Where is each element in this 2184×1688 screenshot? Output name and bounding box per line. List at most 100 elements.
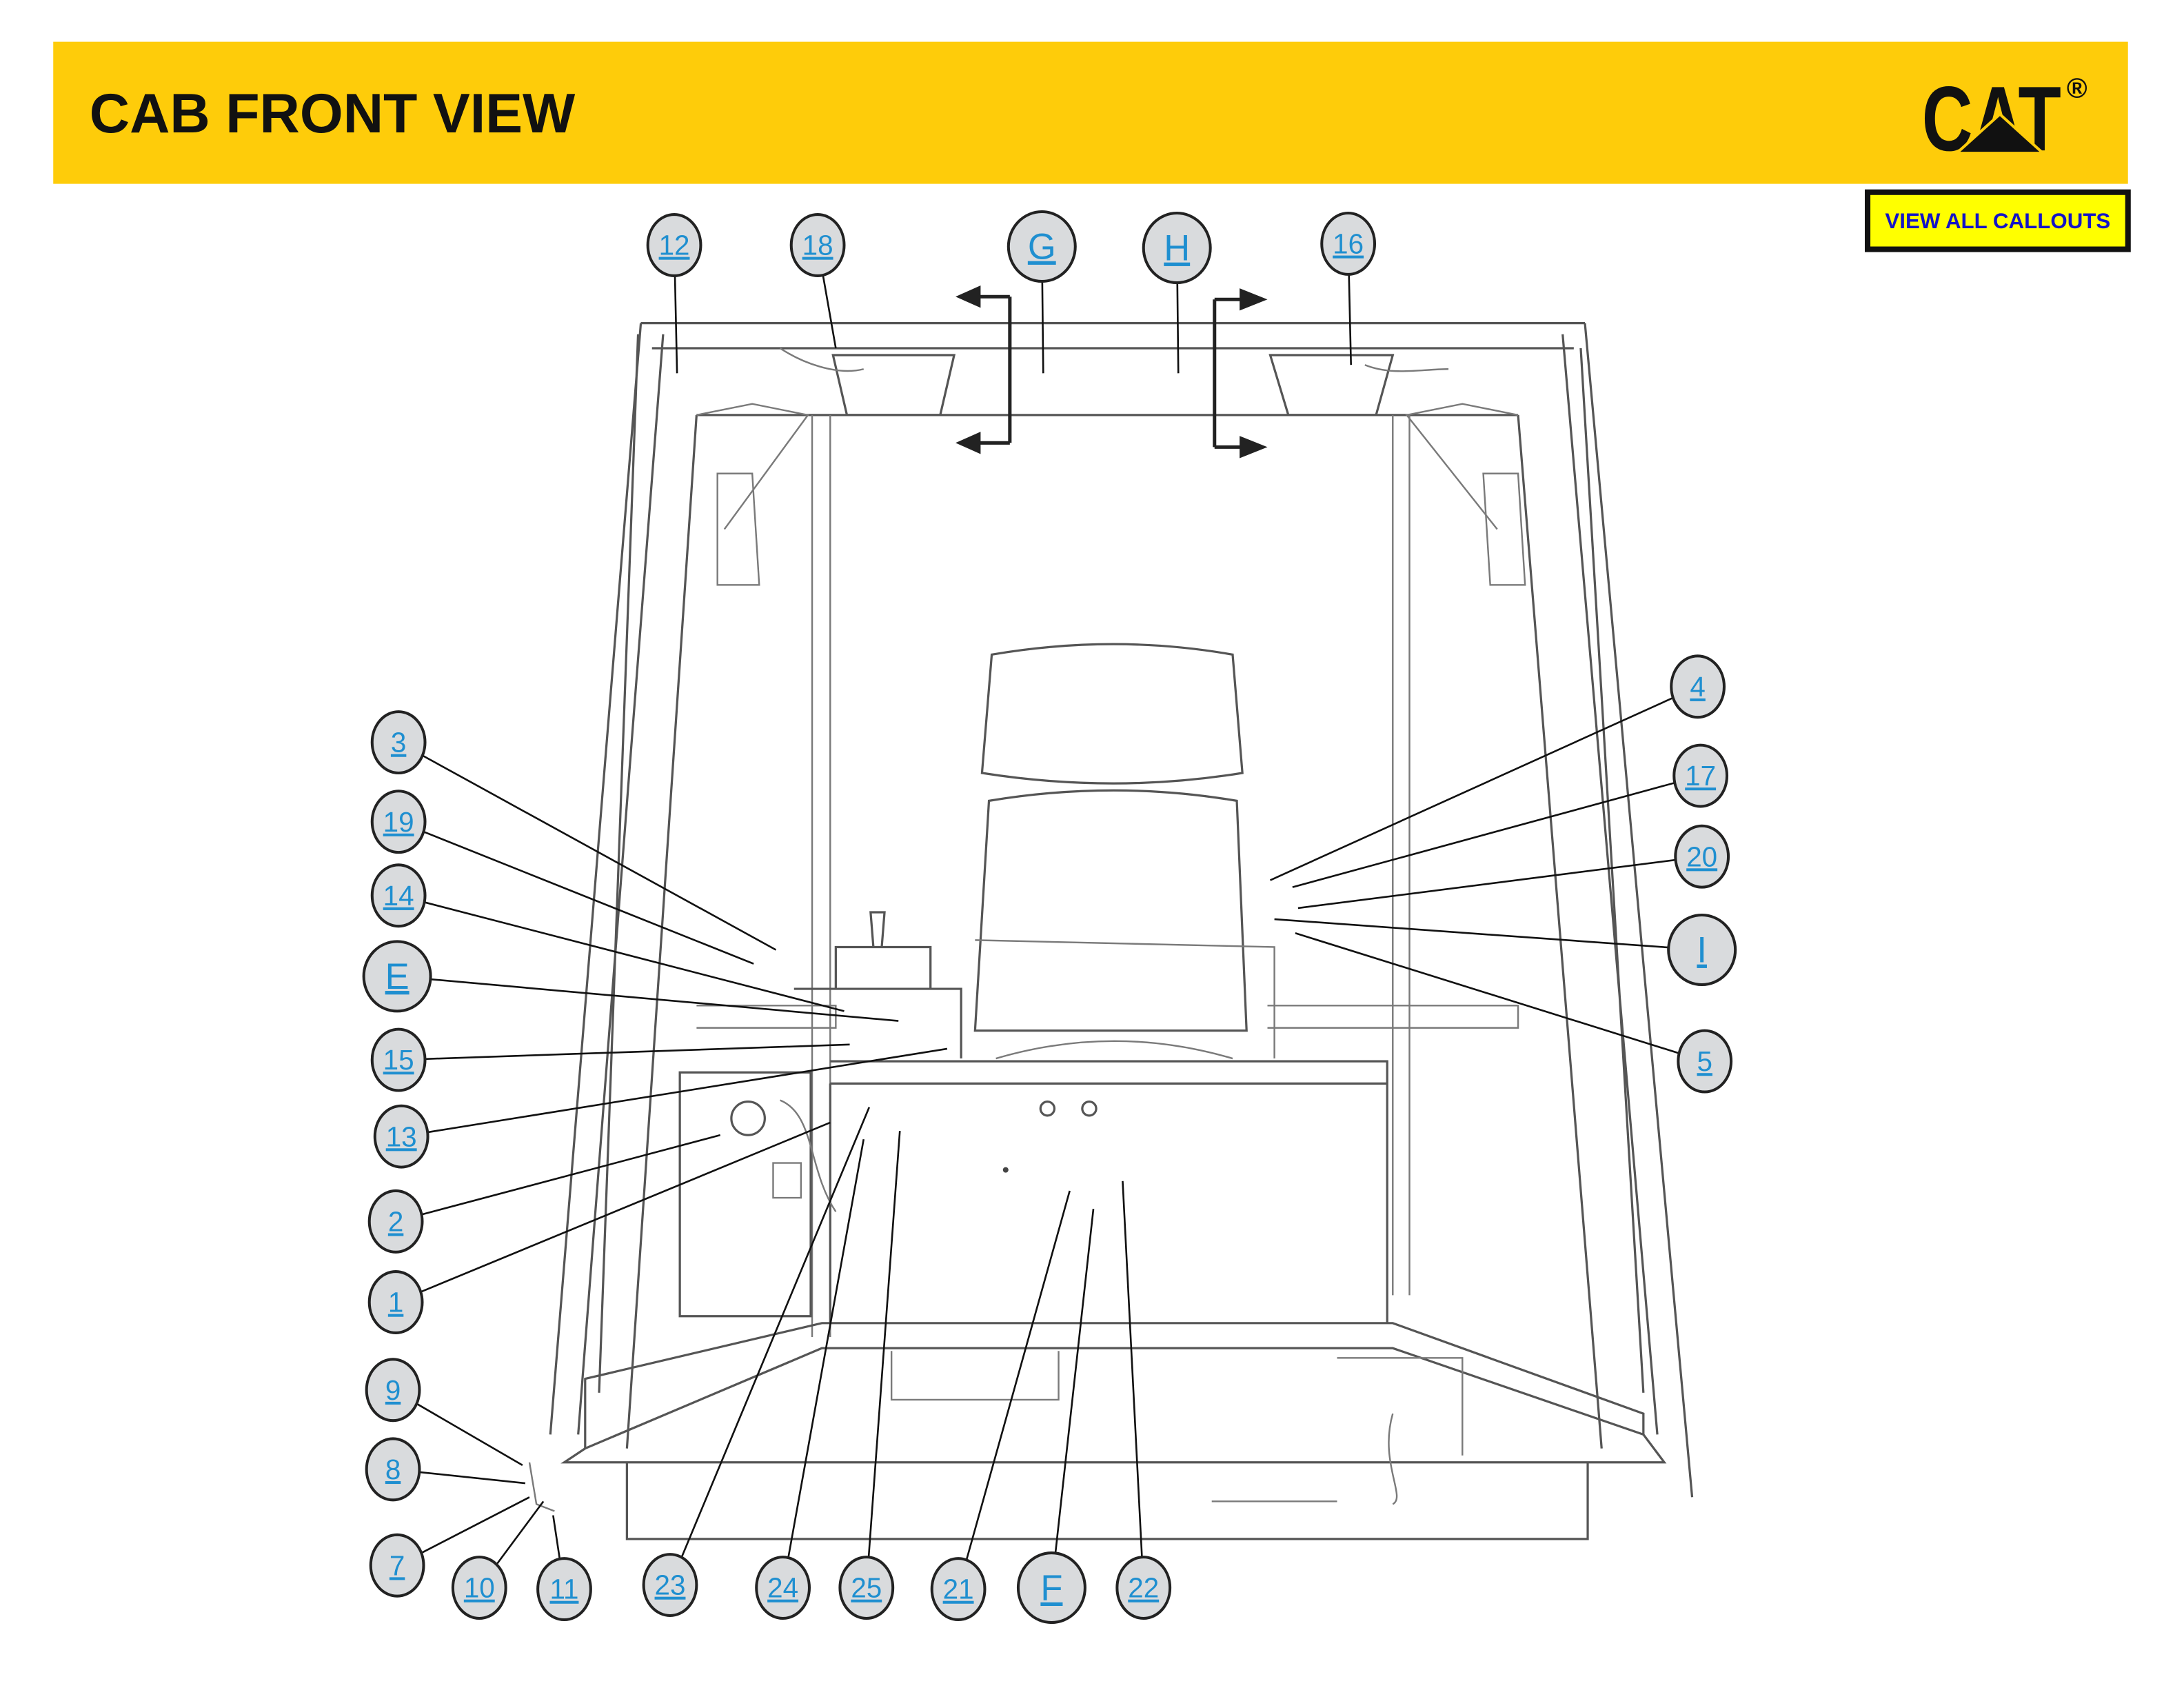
callout-label[interactable]: 14 (383, 880, 414, 912)
callout-label[interactable]: F (1040, 1568, 1062, 1609)
callout-2[interactable]: 2 (367, 1189, 424, 1254)
callout-bubble[interactable] (451, 1556, 507, 1620)
callout-label[interactable]: 9 (385, 1374, 401, 1406)
callout-bubble[interactable] (1672, 743, 1729, 808)
callout-label[interactable]: 24 (767, 1572, 798, 1604)
callout-label[interactable]: 10 (464, 1572, 495, 1604)
callout-bubble[interactable] (1670, 654, 1726, 719)
callout-bubble[interactable] (789, 213, 846, 277)
callout-10[interactable]: 10 (451, 1556, 507, 1620)
callout-label[interactable]: 20 (1686, 841, 1717, 872)
callout-bubble[interactable] (367, 1270, 424, 1334)
callout-12[interactable]: 12 (646, 213, 702, 277)
callout-h[interactable]: H (1142, 212, 1212, 285)
callout-21[interactable]: 21 (930, 1557, 987, 1622)
callout-label[interactable]: 8 (385, 1454, 401, 1485)
callout-label[interactable]: G (1028, 227, 1056, 268)
callout-3[interactable]: 3 (370, 710, 427, 775)
callout-22[interactable]: 22 (1115, 1556, 1172, 1620)
callout-label[interactable]: E (385, 956, 410, 997)
callout-bubble[interactable] (1667, 913, 1737, 987)
callout-label[interactable]: 18 (802, 230, 833, 261)
callout-bubble[interactable] (365, 1358, 421, 1423)
callout-17[interactable]: 17 (1672, 743, 1729, 808)
callout-7[interactable]: 7 (369, 1533, 425, 1598)
callout-label[interactable]: 23 (655, 1569, 686, 1601)
callout-25[interactable]: 25 (838, 1556, 895, 1620)
callout-19[interactable]: 19 (370, 790, 427, 854)
callout-label[interactable]: 11 (550, 1574, 579, 1605)
callout-label[interactable]: 3 (391, 727, 406, 758)
callout-8[interactable]: 8 (365, 1437, 421, 1502)
callout-bubble[interactable] (536, 1557, 592, 1622)
callout-bubble[interactable] (1016, 1551, 1086, 1625)
callout-15[interactable]: 15 (370, 1027, 427, 1092)
callout-leader-line (424, 901, 845, 1012)
callout-label[interactable]: I (1697, 930, 1707, 971)
callout-f[interactable]: F (1016, 1551, 1086, 1625)
header-band (53, 41, 2128, 184)
callout-i[interactable]: I (1667, 913, 1737, 987)
callout-24[interactable]: 24 (755, 1556, 811, 1620)
callout-leader-line (965, 1190, 1071, 1560)
callout-label[interactable]: 7 (390, 1549, 405, 1581)
callout-bubble[interactable] (370, 863, 427, 928)
callout-bubble[interactable] (370, 1027, 427, 1092)
callout-e[interactable]: E (362, 940, 432, 1013)
callout-16[interactable]: 16 (1320, 212, 1377, 276)
callout-bubble[interactable] (369, 1533, 425, 1598)
callout-g[interactable]: G (1007, 210, 1077, 283)
callout-label[interactable]: 25 (851, 1572, 882, 1604)
callout-bubble[interactable] (1320, 212, 1377, 276)
callout-bubble[interactable] (838, 1556, 895, 1620)
callout-11[interactable]: 11 (536, 1557, 592, 1622)
callout-leader-line (1176, 283, 1180, 374)
callout-bubble[interactable] (373, 1104, 429, 1169)
view-all-callouts-button[interactable]: VIEW ALL CALLOUTS (1864, 189, 2131, 252)
callout-bubble[interactable] (370, 790, 427, 854)
callout-label[interactable]: 5 (1697, 1045, 1712, 1077)
callout-label[interactable]: 21 (943, 1574, 974, 1605)
callout-leader-line (496, 1500, 545, 1565)
callout-label[interactable]: 15 (383, 1044, 414, 1076)
callout-bubble[interactable] (1007, 210, 1077, 283)
callout-bubble[interactable] (367, 1189, 424, 1254)
callout-label[interactable]: 2 (388, 1206, 403, 1238)
callout-bubble[interactable] (646, 213, 702, 277)
view-all-callouts-label[interactable]: VIEW ALL CALLOUTS (1885, 209, 2110, 233)
callout-leader-line (425, 1043, 850, 1061)
callout-bubble[interactable] (1115, 1556, 1172, 1620)
callout-label[interactable]: 4 (1690, 671, 1705, 703)
callout-label[interactable]: 16 (1333, 228, 1364, 260)
callout-label[interactable]: H (1164, 228, 1190, 269)
callout-13[interactable]: 13 (373, 1104, 429, 1169)
callout-18[interactable]: 18 (789, 213, 846, 277)
callout-23[interactable]: 23 (642, 1553, 698, 1617)
cab-drawing (528, 285, 1694, 1540)
callout-bubble[interactable] (930, 1557, 987, 1622)
callout-bubble[interactable] (362, 940, 432, 1013)
callout-label[interactable]: 19 (383, 806, 414, 838)
callout-label[interactable]: 12 (659, 230, 690, 261)
callout-leader-line (416, 1403, 523, 1466)
callout-bubble[interactable] (755, 1556, 811, 1620)
callout-label[interactable]: 1 (388, 1287, 403, 1318)
callout-bubble[interactable] (1677, 1029, 1733, 1094)
callout-bubble[interactable] (1142, 212, 1212, 285)
callout-5[interactable]: 5 (1677, 1029, 1733, 1094)
callout-9[interactable]: 9 (365, 1358, 421, 1423)
callout-1[interactable]: 1 (367, 1270, 424, 1334)
callout-leader-line (423, 830, 754, 965)
callout-14[interactable]: 14 (370, 863, 427, 928)
callout-bubble[interactable] (642, 1553, 698, 1617)
callout-label[interactable]: 17 (1685, 760, 1716, 792)
callout-20[interactable]: 20 (1674, 824, 1730, 889)
callout-bubble[interactable] (370, 710, 427, 775)
callout-label[interactable]: 22 (1128, 1572, 1159, 1604)
callout-bubble[interactable] (365, 1437, 421, 1502)
callout-bubble[interactable] (1674, 824, 1730, 889)
callout-4[interactable]: 4 (1670, 654, 1726, 719)
callout-leader-line (680, 1107, 871, 1558)
callout-label[interactable]: 13 (386, 1121, 417, 1152)
callout-leader-line (1269, 696, 1674, 881)
